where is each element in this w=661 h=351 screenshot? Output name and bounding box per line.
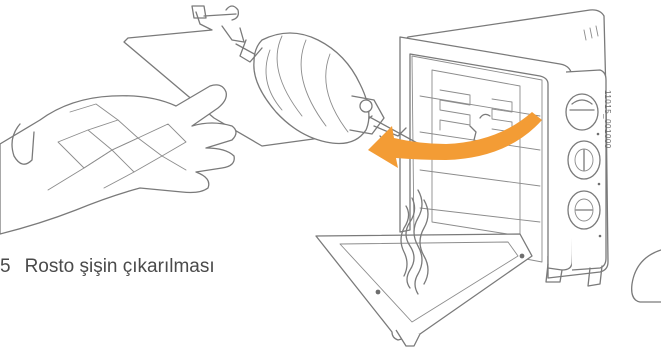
page-tab	[632, 250, 661, 302]
figure-caption: 5 Rosto şişin çıkarılması	[0, 256, 215, 278]
oven-door-open	[316, 190, 532, 346]
caption-text: Rosto şişin çıkarılması	[25, 256, 215, 277]
image-reference-code: 11015_001000	[603, 90, 612, 190]
caption-number: 5	[0, 256, 11, 277]
control-knobs	[566, 94, 601, 237]
oven-glove-hand	[0, 85, 236, 234]
